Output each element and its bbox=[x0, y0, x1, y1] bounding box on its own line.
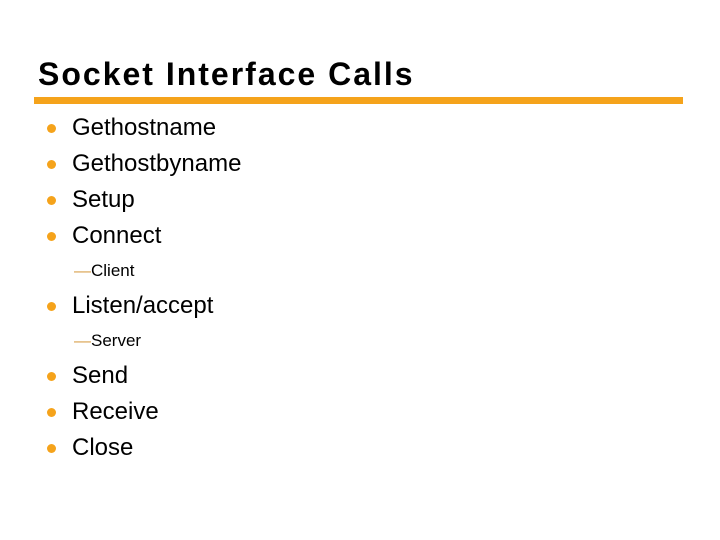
list-subitem-label: Client bbox=[91, 261, 135, 280]
list-item: Listen/accept bbox=[47, 288, 700, 324]
dash-icon: — bbox=[74, 261, 91, 280]
bullet-icon bbox=[47, 195, 56, 205]
list-item: Close bbox=[47, 430, 700, 466]
list-subitem: — Server bbox=[47, 324, 700, 358]
list-item-label: Connect bbox=[72, 222, 162, 249]
list-item-label: Gethostbyname bbox=[72, 150, 242, 177]
bullet-icon bbox=[47, 407, 56, 417]
bullet-icon bbox=[47, 371, 56, 381]
bullet-icon bbox=[47, 231, 56, 241]
list-item-label: Setup bbox=[72, 186, 135, 213]
list-item: Send bbox=[47, 358, 700, 394]
list-item: Connect bbox=[47, 218, 700, 254]
list-item-label: Close bbox=[72, 434, 134, 461]
bullet-icon bbox=[47, 123, 56, 133]
title-underline bbox=[34, 97, 683, 104]
list-item-label: Receive bbox=[72, 398, 159, 425]
list-subitem: — Client bbox=[47, 254, 700, 288]
bullet-icon bbox=[47, 301, 56, 311]
dash-icon: — bbox=[74, 331, 91, 350]
list-item: Gethostbyname bbox=[47, 146, 700, 182]
bullet-icon bbox=[47, 443, 56, 453]
list-item: Receive bbox=[47, 394, 700, 430]
bullet-icon bbox=[47, 159, 56, 169]
list-item: Setup bbox=[47, 182, 700, 218]
slide-title: Socket Interface Calls bbox=[38, 56, 415, 92]
list-item-label: Send bbox=[72, 362, 129, 389]
list-item: Gethostname bbox=[47, 110, 700, 146]
bullet-list: Gethostname Gethostbyname Setup Connect … bbox=[47, 110, 700, 466]
list-item-label: Gethostname bbox=[72, 114, 217, 141]
list-item-label: Listen/accept bbox=[72, 292, 214, 319]
list-subitem-label: Server bbox=[91, 331, 142, 350]
